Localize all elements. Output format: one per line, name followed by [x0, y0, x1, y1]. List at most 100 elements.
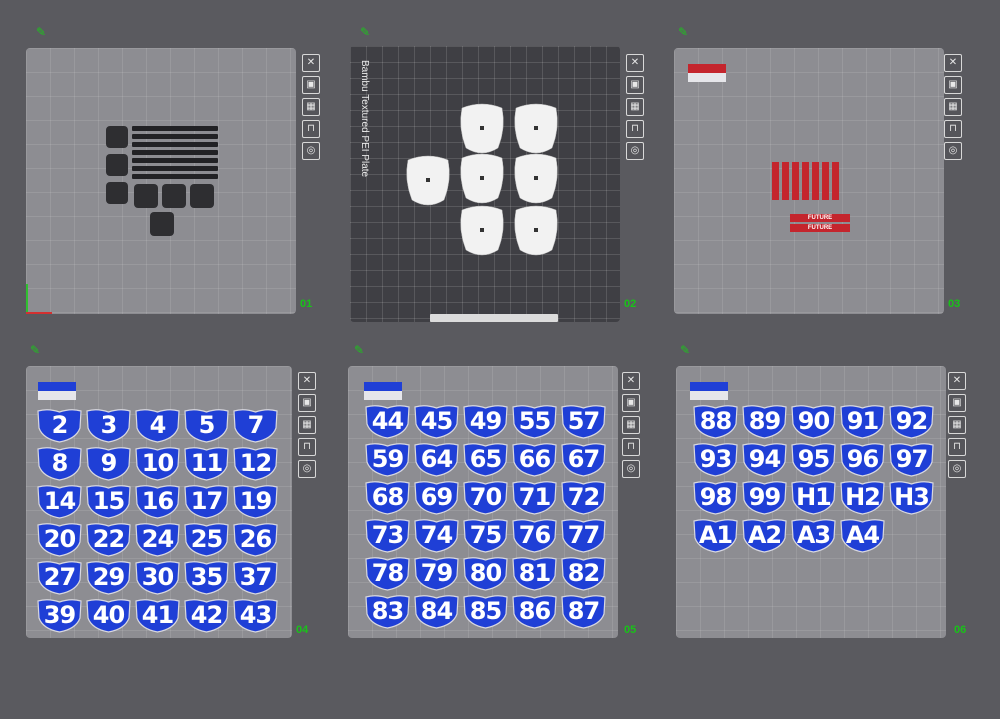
- interstate-shield[interactable]: 89: [741, 404, 788, 439]
- interstate-shield[interactable]: 26: [232, 522, 279, 557]
- interstate-shield[interactable]: 70: [462, 480, 509, 515]
- close-icon[interactable]: ✕: [622, 372, 640, 390]
- interstate-shield[interactable]: 37: [232, 560, 279, 595]
- close-icon[interactable]: ✕: [626, 54, 644, 72]
- interstate-shield[interactable]: 86: [511, 594, 558, 629]
- image-icon[interactable]: ▣: [944, 76, 962, 94]
- settings-icon[interactable]: ◎: [626, 142, 644, 160]
- interstate-strip[interactable]: [812, 162, 819, 200]
- image-icon[interactable]: ▣: [626, 76, 644, 94]
- interstate-strip[interactable]: [832, 162, 839, 200]
- interstate-shield[interactable]: 43: [232, 598, 279, 633]
- interstate-shield[interactable]: 55: [511, 404, 558, 439]
- interstate-shield[interactable]: 84: [413, 594, 460, 629]
- interstate-shield[interactable]: 97: [888, 442, 935, 477]
- image-icon[interactable]: ▣: [298, 394, 316, 412]
- build-plate-02[interactable]: Bambu Textured PEI Plate: [350, 46, 620, 322]
- interstate-shield[interactable]: 20: [36, 522, 83, 557]
- interstate-shield[interactable]: 81: [511, 556, 558, 591]
- image-icon[interactable]: ▣: [302, 76, 320, 94]
- interstate-shield[interactable]: A2: [741, 518, 788, 553]
- interstate-shield[interactable]: 94: [741, 442, 788, 477]
- layout-icon[interactable]: ▦: [302, 98, 320, 116]
- interstate-shield[interactable]: 90: [790, 404, 837, 439]
- interstate-shield[interactable]: 72: [560, 480, 607, 515]
- interstate-shield[interactable]: 41: [134, 598, 181, 633]
- interstate-shield[interactable]: 30: [134, 560, 181, 595]
- interstate-shield[interactable]: 67: [560, 442, 607, 477]
- interstate-shield[interactable]: 82: [560, 556, 607, 591]
- settings-icon[interactable]: ◎: [944, 142, 962, 160]
- interstate-shield[interactable]: 85: [462, 594, 509, 629]
- interstate-shield[interactable]: A4: [839, 518, 886, 553]
- interstate-shield[interactable]: 74: [413, 518, 460, 553]
- lock-icon[interactable]: ⊓: [626, 120, 644, 138]
- interstate-shield[interactable]: 92: [888, 404, 935, 439]
- interstate-shield[interactable]: 80: [462, 556, 509, 591]
- image-icon[interactable]: ▣: [622, 394, 640, 412]
- interstate-shield[interactable]: 76: [511, 518, 558, 553]
- lock-icon[interactable]: ⊓: [944, 120, 962, 138]
- interstate-shield[interactable]: 7: [232, 408, 279, 443]
- interstate-shield[interactable]: 65: [462, 442, 509, 477]
- interstate-shield[interactable]: 8: [36, 446, 83, 481]
- lock-icon[interactable]: ⊓: [622, 438, 640, 456]
- interstate-shield[interactable]: 77: [560, 518, 607, 553]
- settings-icon[interactable]: ◎: [298, 460, 316, 478]
- close-icon[interactable]: ✕: [298, 372, 316, 390]
- interstate-shield[interactable]: A3: [790, 518, 837, 553]
- layout-icon[interactable]: ▦: [298, 416, 316, 434]
- pencil-icon[interactable]: ✎: [678, 25, 689, 39]
- interstate-strip[interactable]: [792, 162, 799, 200]
- interstate-shield[interactable]: 99: [741, 480, 788, 515]
- interstate-shield[interactable]: 88: [692, 404, 739, 439]
- interstate-shield[interactable]: 5: [183, 408, 230, 443]
- pencil-icon[interactable]: ✎: [30, 343, 41, 357]
- layout-icon[interactable]: ▦: [626, 98, 644, 116]
- pencil-icon[interactable]: ✎: [36, 25, 47, 39]
- build-plate-03[interactable]: FUTURE FUTURE: [674, 48, 944, 314]
- pencil-icon[interactable]: ✎: [354, 343, 365, 357]
- interstate-shield[interactable]: 25: [183, 522, 230, 557]
- interstate-shield[interactable]: 69: [413, 480, 460, 515]
- interstate-shield[interactable]: 96: [839, 442, 886, 477]
- interstate-shield[interactable]: 3: [85, 408, 132, 443]
- lock-icon[interactable]: ⊓: [948, 438, 966, 456]
- layout-icon[interactable]: ▦: [622, 416, 640, 434]
- layout-icon[interactable]: ▦: [948, 416, 966, 434]
- interstate-shield[interactable]: 68: [364, 480, 411, 515]
- interstate-shield[interactable]: H1: [790, 480, 837, 515]
- close-icon[interactable]: ✕: [944, 54, 962, 72]
- pencil-icon[interactable]: ✎: [360, 25, 371, 39]
- pencil-icon[interactable]: ✎: [680, 343, 691, 357]
- interstate-shield[interactable]: 4: [134, 408, 181, 443]
- interstate-shield[interactable]: 9: [85, 446, 132, 481]
- interstate-shield[interactable]: 73: [364, 518, 411, 553]
- interstate-shield[interactable]: 42: [183, 598, 230, 633]
- settings-icon[interactable]: ◎: [948, 460, 966, 478]
- close-icon[interactable]: ✕: [948, 372, 966, 390]
- interstate-shield[interactable]: 75: [462, 518, 509, 553]
- interstate-shield[interactable]: 19: [232, 484, 279, 519]
- interstate-shield[interactable]: 35: [183, 560, 230, 595]
- interstate-shield[interactable]: 91: [839, 404, 886, 439]
- interstate-shield[interactable]: 71: [511, 480, 558, 515]
- lock-icon[interactable]: ⊓: [302, 120, 320, 138]
- build-plate-01[interactable]: [26, 48, 296, 314]
- interstate-shield[interactable]: 14: [36, 484, 83, 519]
- layout-icon[interactable]: ▦: [944, 98, 962, 116]
- interstate-shield[interactable]: 78: [364, 556, 411, 591]
- interstate-strip[interactable]: [802, 162, 809, 200]
- interstate-shield[interactable]: 2: [36, 408, 83, 443]
- close-icon[interactable]: ✕: [302, 54, 320, 72]
- interstate-shield[interactable]: H3: [888, 480, 935, 515]
- interstate-shield[interactable]: 83: [364, 594, 411, 629]
- interstate-shield[interactable]: 64: [413, 442, 460, 477]
- interstate-shield[interactable]: 39: [36, 598, 83, 633]
- interstate-shield[interactable]: 10: [134, 446, 181, 481]
- interstate-shield[interactable]: 59: [364, 442, 411, 477]
- interstate-shield[interactable]: 49: [462, 404, 509, 439]
